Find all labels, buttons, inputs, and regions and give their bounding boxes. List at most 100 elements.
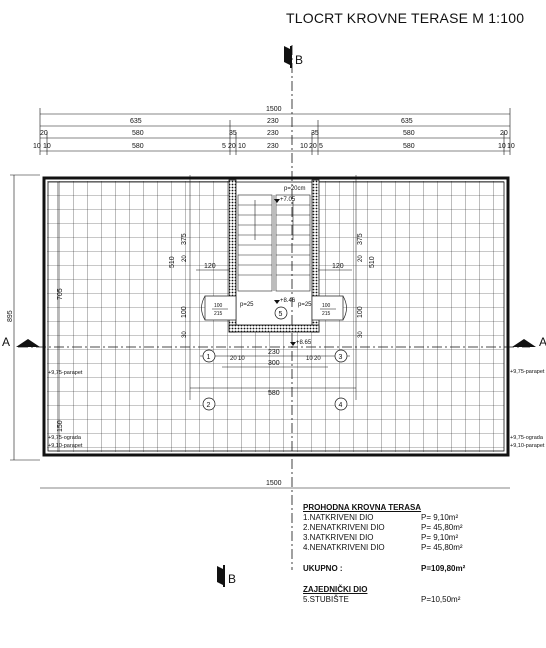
dim-row1-2: 635: [401, 118, 413, 125]
level-p25-right: p=25: [298, 302, 312, 308]
dim-row3-10: 580: [403, 143, 415, 150]
dim-row2-4: 35: [311, 130, 319, 137]
dim-row2-1: 580: [132, 130, 144, 137]
dimension-lines-top: [39, 108, 511, 155]
landing-doors: [201, 295, 347, 321]
zone-marker-2: 2: [202, 397, 216, 411]
section-marker-a-right: [512, 339, 536, 347]
svg-text:5: 5: [279, 311, 283, 318]
dim-510-left: 510: [169, 256, 176, 268]
dim-stair-side-3: 10: [306, 356, 313, 362]
svg-text:2: 2: [207, 402, 211, 409]
dim-row3-5: 10: [238, 143, 246, 150]
dim-total-top: 1500: [266, 106, 282, 113]
dim-30-left: 30: [182, 331, 188, 338]
area-row: 4.NENATKRIVENI DIO P= 45,80m²: [303, 543, 463, 552]
dim-100-right: 100: [357, 306, 364, 318]
dim-100-left: 100: [181, 306, 188, 318]
svg-text:1: 1: [207, 354, 211, 361]
svg-text:215: 215: [214, 311, 223, 317]
dim-row1-0: 635: [130, 118, 142, 125]
dimension-lines-inner: [189, 175, 357, 400]
section-label-b-top: B: [295, 53, 303, 67]
level-bottom: +8.65: [296, 340, 312, 346]
dim-row2-6: 20: [500, 130, 508, 137]
area-table-heading-terrace: PROHODNA KROVNA TERASA: [303, 503, 422, 512]
dim-row3-6: 230: [267, 143, 279, 150]
level-parapet-left: +9,75-parapet: [48, 370, 83, 376]
svg-text:3: 3: [339, 354, 343, 361]
window-tag-left: 100 215: [212, 303, 228, 317]
dim-20-right: 20: [358, 255, 364, 262]
dim-row3-3: 5: [222, 143, 226, 150]
zone-marker-4: 4: [334, 397, 348, 411]
section-label-a-left: A: [2, 335, 10, 349]
level-parapet-right-low: +9,10-parapet: [510, 443, 545, 449]
level-parapet-left-low: +9,10-parapet: [48, 443, 83, 449]
level-p20: p=20cm: [284, 186, 306, 192]
dim-row3-9: 5: [319, 143, 323, 150]
dim-row3-8: 20: [309, 143, 317, 150]
dim-580-inner: 580: [268, 390, 280, 397]
dim-row2-3: 230: [267, 130, 279, 137]
svg-text:4: 4: [339, 402, 343, 409]
section-label-b-bottom: B: [228, 572, 236, 586]
area-row: 3.NATKRIVENI DIO P= 9,10m²: [303, 533, 459, 542]
dim-left-inner: 705: [57, 288, 64, 300]
dim-stair-side-4: 20: [314, 356, 321, 362]
svg-text:100: 100: [322, 303, 331, 309]
level-ograda-right: +9,75-ograda: [510, 435, 544, 441]
level-parapet-right: +9,75-parapet: [510, 369, 545, 375]
section-label-a-right: A: [539, 335, 546, 349]
drawing-title: TLOCRT KROVNE TERASE M 1:100: [286, 10, 525, 26]
stair-wall-bottom: [228, 324, 320, 333]
outer-parapet-wall: [42, 176, 510, 457]
svg-text:215: 215: [322, 311, 331, 317]
dim-120-right: 120: [332, 263, 344, 270]
svg-text:100: 100: [214, 303, 223, 309]
dim-row3-0: 10: [33, 143, 41, 150]
level-top-stair: +7.05: [280, 197, 296, 203]
area-table: PROHODNA KROVNA TERASA 1.NATKRIVENI DIO …: [303, 503, 503, 605]
dim-stair-side-0: 20: [230, 356, 237, 362]
level-landing: +8.46: [280, 298, 296, 304]
dim-row2-2: 35: [229, 130, 237, 137]
zone-marker-3: 3: [334, 349, 348, 363]
zone-marker-1: 1: [202, 349, 216, 363]
area-table-heading-common: ZAJEDNIČKI DIO: [303, 585, 368, 594]
level-ograda-left: +9,75-ograda: [48, 435, 82, 441]
dim-30-right: 30: [358, 331, 364, 338]
level-p25-left: p=25: [240, 302, 254, 308]
dim-row3-1: 10: [43, 143, 51, 150]
dim-total-bottom: 1500: [266, 480, 282, 487]
dim-230-inner: 230: [268, 349, 280, 356]
stair-flights: [237, 194, 311, 292]
section-marker-a-left: [16, 339, 40, 347]
section-marker-b-top: [284, 46, 292, 68]
area-total-row: UKUPNO : P=109,80m²: [303, 564, 466, 573]
dim-20-left: 20: [182, 255, 188, 262]
dim-row2-0: 20: [40, 130, 48, 137]
window-tag-right: 100 215: [320, 303, 336, 317]
dim-row3-7: 10: [300, 143, 308, 150]
section-marker-b-bottom: [217, 565, 225, 587]
dim-120-left: 120: [204, 263, 216, 270]
level-markers: [274, 199, 296, 346]
dim-row3-4: 20: [228, 143, 236, 150]
dim-375-right: 375: [357, 233, 364, 245]
dim-left-low: 150: [57, 420, 64, 432]
dim-510-right: 510: [369, 256, 376, 268]
dim-300-inner: 300: [268, 360, 280, 367]
area-row: 1.NATKRIVENI DIO P= 9,10m²: [303, 513, 459, 522]
dim-stair-side-1: 10: [238, 356, 245, 362]
dim-row3-12: 10: [507, 143, 515, 150]
dim-left-total: 895: [7, 310, 14, 322]
dim-row3-11: 10: [498, 143, 506, 150]
dim-row2-5: 580: [403, 130, 415, 137]
zone-marker-5: 5: [274, 306, 288, 320]
dim-row1-1: 230: [267, 118, 279, 125]
dim-375-left: 375: [181, 233, 188, 245]
dim-row3-2: 580: [132, 143, 144, 150]
